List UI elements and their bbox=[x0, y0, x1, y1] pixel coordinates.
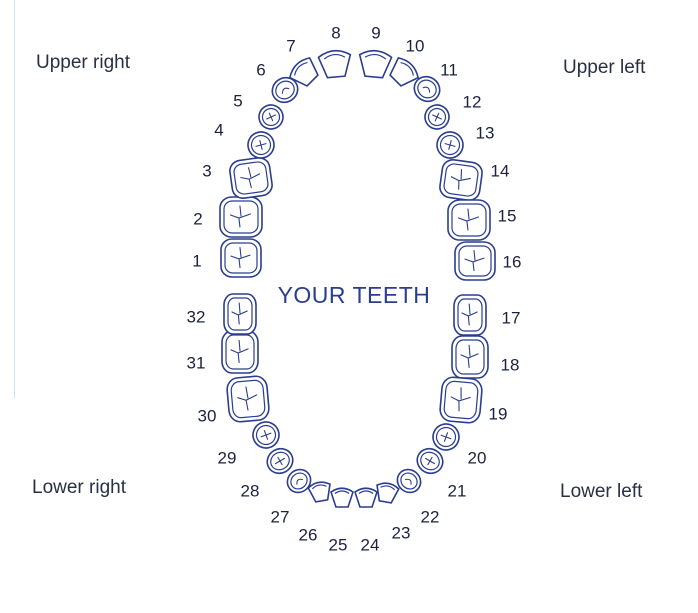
tooth-16 bbox=[455, 242, 495, 280]
tooth-32 bbox=[224, 294, 256, 334]
tooth-20 bbox=[429, 420, 462, 453]
tooth-5 bbox=[255, 101, 287, 133]
tooth-number-8: 8 bbox=[331, 23, 340, 42]
tooth-number-12: 12 bbox=[463, 92, 482, 111]
tooth-number-3: 3 bbox=[202, 161, 211, 180]
tooth-13 bbox=[434, 129, 466, 161]
tooth-number-6: 6 bbox=[256, 60, 265, 79]
tooth-3 bbox=[229, 156, 274, 199]
tooth-26 bbox=[308, 480, 333, 502]
tooth-number-5: 5 bbox=[233, 91, 242, 110]
tooth-8 bbox=[318, 49, 352, 78]
teeth-group bbox=[220, 49, 495, 507]
tooth-number-18: 18 bbox=[501, 355, 520, 374]
tooth-31 bbox=[222, 331, 258, 373]
tooth-19 bbox=[439, 376, 483, 423]
tooth-number-17: 17 bbox=[502, 308, 521, 327]
tooth-number-29: 29 bbox=[218, 448, 237, 467]
diagram-title: YOUR TEETH bbox=[278, 282, 431, 308]
tooth-number-22: 22 bbox=[421, 507, 440, 526]
tooth-number-7: 7 bbox=[286, 36, 295, 55]
tooth-number-32: 32 bbox=[187, 307, 206, 326]
tooth-14 bbox=[439, 158, 484, 201]
tooth-number-19: 19 bbox=[489, 404, 508, 423]
tooth-4 bbox=[245, 129, 277, 161]
tooth-number-21: 21 bbox=[448, 481, 467, 500]
tooth-number-28: 28 bbox=[241, 481, 260, 500]
tooth-17 bbox=[454, 295, 486, 335]
tooth-number-10: 10 bbox=[406, 36, 425, 55]
tooth-18 bbox=[452, 336, 488, 378]
tooth-number-2: 2 bbox=[193, 209, 202, 228]
tooth-number-24: 24 bbox=[361, 535, 380, 554]
tooth-25 bbox=[331, 488, 353, 507]
tooth-1 bbox=[221, 239, 261, 277]
tooth-2 bbox=[220, 197, 262, 237]
tooth-30 bbox=[226, 375, 270, 422]
tooth-number-14: 14 bbox=[491, 161, 510, 180]
tooth-12 bbox=[421, 101, 453, 133]
tooth-number-16: 16 bbox=[503, 252, 522, 271]
tooth-9 bbox=[358, 49, 392, 78]
tooth-24 bbox=[355, 488, 377, 507]
tooth-number-23: 23 bbox=[392, 523, 411, 542]
tooth-number-4: 4 bbox=[214, 120, 223, 139]
tooth-number-1: 1 bbox=[192, 251, 201, 270]
tooth-23 bbox=[374, 481, 399, 503]
tooth-number-9: 9 bbox=[371, 23, 380, 42]
tooth-number-20: 20 bbox=[468, 448, 487, 467]
tooth-number-11: 11 bbox=[440, 60, 458, 79]
tooth-number-27: 27 bbox=[271, 507, 290, 526]
tooth-15 bbox=[448, 200, 490, 240]
tooth-number-26: 26 bbox=[299, 525, 318, 544]
tooth-number-25: 25 bbox=[329, 535, 348, 554]
tooth-29 bbox=[249, 418, 282, 451]
tooth-number-13: 13 bbox=[476, 123, 495, 142]
tooth-number-31: 31 bbox=[187, 353, 206, 372]
tooth-number-30: 30 bbox=[198, 406, 217, 425]
tooth-number-15: 15 bbox=[498, 206, 517, 225]
